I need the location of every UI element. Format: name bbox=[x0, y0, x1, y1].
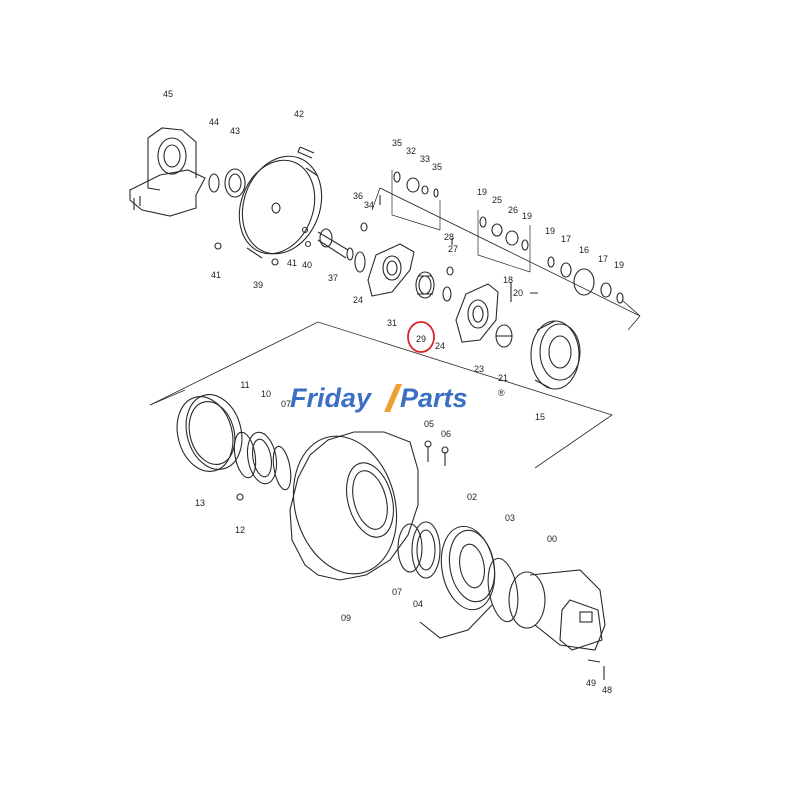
part-29-needle-bearing bbox=[415, 271, 435, 299]
watermark-parts: Parts bbox=[400, 383, 468, 413]
watermark-friday: Friday bbox=[290, 383, 373, 413]
part-label: 07 bbox=[392, 587, 402, 597]
part-label: 32 bbox=[406, 146, 416, 156]
part-label: 42 bbox=[294, 109, 304, 119]
part-label: 24 bbox=[435, 341, 445, 351]
part-label: 41 bbox=[287, 258, 297, 268]
part-label: 03 bbox=[505, 513, 515, 523]
part-45-bracket bbox=[129, 127, 206, 217]
part-label: 10 bbox=[261, 389, 271, 399]
part-label: 19 bbox=[545, 226, 555, 236]
part-label: 35 bbox=[432, 162, 442, 172]
part-label: 44 bbox=[209, 117, 219, 127]
part-label: 35 bbox=[392, 138, 402, 148]
part-label: 19 bbox=[477, 187, 487, 197]
highlight-ring-29 bbox=[407, 321, 435, 353]
part-label: 39 bbox=[253, 280, 263, 290]
part-label: 11 bbox=[240, 380, 249, 390]
part-label: 49 bbox=[586, 678, 596, 688]
part-label: 20 bbox=[513, 288, 523, 298]
part-label: 17 bbox=[598, 254, 608, 264]
part-label: 15 bbox=[535, 412, 545, 422]
part-00-travel-motor bbox=[508, 569, 606, 651]
part-label: 19 bbox=[522, 211, 532, 221]
part-13-ring-gear bbox=[176, 394, 243, 472]
part-label: 24 bbox=[353, 295, 363, 305]
part-label: 06 bbox=[441, 429, 451, 439]
watermark-orange-mark bbox=[384, 384, 402, 412]
part-label: 19 bbox=[614, 260, 624, 270]
part-label: 40 bbox=[302, 260, 312, 270]
part-label: 26 bbox=[508, 205, 518, 215]
part-label: 17 bbox=[561, 234, 571, 244]
part-label: 45 bbox=[163, 89, 173, 99]
part-label: 27 bbox=[448, 244, 458, 254]
part-label: 29 bbox=[416, 334, 426, 344]
part-label: 12 bbox=[235, 525, 245, 535]
part-label: 09 bbox=[341, 613, 351, 623]
part-label: 36 bbox=[353, 191, 363, 201]
watermark-reg: ® bbox=[498, 388, 505, 398]
part-label: 07 bbox=[281, 399, 291, 409]
part-label: 02 bbox=[467, 492, 477, 502]
part-09-sprocket bbox=[289, 431, 419, 581]
part-15-housing bbox=[530, 320, 581, 390]
part-label: 21 bbox=[498, 373, 508, 383]
part-label: 28 bbox=[444, 232, 454, 242]
part-label: 33 bbox=[420, 154, 430, 164]
part-label: 37 bbox=[328, 273, 338, 283]
part-23-carrier bbox=[455, 283, 499, 343]
part-label: 23 bbox=[474, 364, 484, 374]
part-02-hub bbox=[419, 525, 496, 639]
part-label: 43 bbox=[230, 126, 240, 136]
part-label: 41 bbox=[211, 270, 221, 280]
part-label: 04 bbox=[413, 599, 423, 609]
part-label: 13 bbox=[195, 498, 205, 508]
part-label: 34 bbox=[364, 200, 374, 210]
part-label: 25 bbox=[492, 195, 502, 205]
part-label: 18 bbox=[503, 275, 513, 285]
part-39-flange bbox=[238, 155, 323, 259]
part-31-carrier bbox=[367, 243, 415, 297]
part-label: 05 bbox=[424, 419, 434, 429]
part-label: 00 bbox=[547, 534, 557, 544]
part-label: 48 bbox=[602, 685, 612, 695]
part-label: 16 bbox=[579, 245, 589, 255]
part-label: 31 bbox=[387, 318, 397, 328]
